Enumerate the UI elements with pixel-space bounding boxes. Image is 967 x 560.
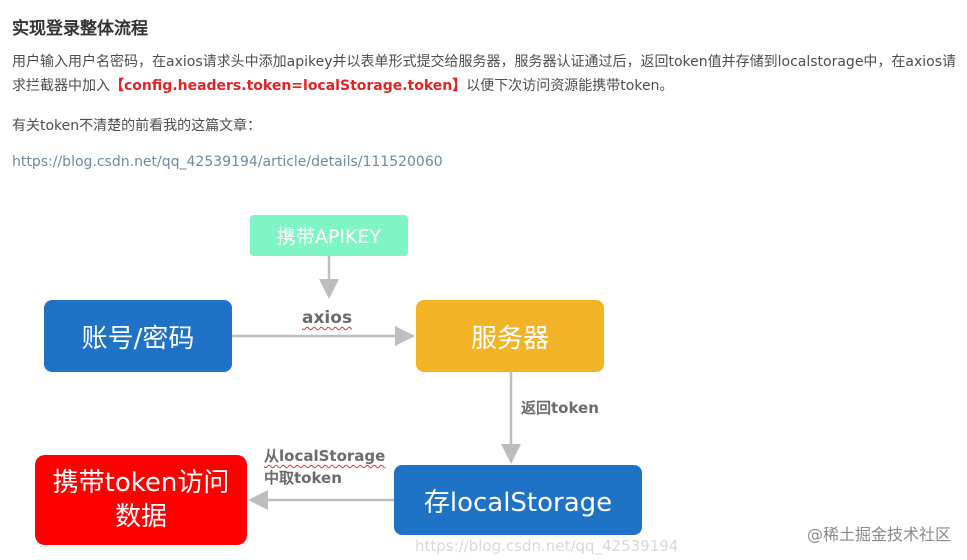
csdn-watermark: https://blog.csdn.net/qq_42539194 — [415, 537, 679, 555]
server-box-label: 服务器 — [470, 323, 549, 354]
carry-box-label: 携带token访问数据 — [52, 468, 230, 532]
bracket-close: 】 — [452, 78, 467, 94]
apikey-box-label: 携带APIKEY — [276, 226, 382, 248]
paragraph-text-1: 用户输入用户名密码，在axios请求头中添加apikey并以表单形式提交给服务器… — [12, 54, 957, 94]
axios-label: axios — [302, 308, 353, 328]
article-title: 实现登录整体流程 — [12, 19, 148, 39]
carry-token-box: 携带token访问数据 — [35, 455, 247, 545]
juejin-brand: @稀土掘金技术社区 — [806, 525, 951, 544]
store-localstorage-box: 存localStorage — [394, 465, 642, 535]
paragraph-text-2: 以便下次访问资源能携带token。 — [466, 78, 674, 94]
server-box: 服务器 — [416, 300, 604, 372]
from-localstorage-label: 从localStorage — [264, 447, 386, 465]
article-paragraph: 用户输入用户名密码，在axios请求头中添加apikey并以表单形式提交给服务器… — [12, 50, 962, 98]
apikey-box: 携带APIKEY — [250, 215, 408, 256]
get-token-label: 中取token — [264, 469, 342, 487]
bracket-open: 【 — [110, 78, 124, 94]
account-box-label: 账号/密码 — [81, 323, 195, 354]
code-snippet: config.headers.token=localStorage.token — [124, 78, 453, 94]
store-box-label: 存localStorage — [423, 487, 613, 518]
account-password-box: 账号/密码 — [44, 300, 232, 372]
article-link[interactable]: https://blog.csdn.net/qq_42539194/articl… — [12, 154, 443, 170]
reference-note: 有关token不清楚的前看我的这篇文章： — [12, 118, 262, 134]
return-token-label: 返回token — [521, 399, 599, 417]
